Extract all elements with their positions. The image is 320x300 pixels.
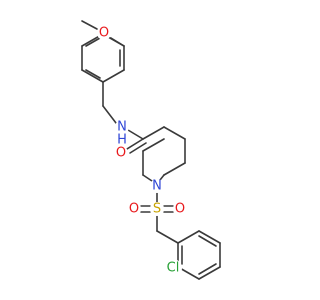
bond-c-o-1 — [126, 138, 144, 150]
atom-label-cl: Cl — [167, 261, 180, 276]
bond-methyl-o — [81, 20, 98, 30]
atom-label-h-amide: H — [117, 133, 127, 148]
bond-ar2-1 — [177, 230, 200, 244]
bond-ch2-ar — [156, 230, 179, 244]
atom-label-s: S — [153, 202, 161, 217]
atom-o-sulfonyl-left: O — [127, 202, 141, 217]
atom-n-ring: N — [150, 179, 164, 194]
atom-o-methoxy: O — [97, 26, 111, 41]
atom-label-o-carbonyl: O — [116, 146, 126, 161]
atom-label-n-ring: N — [152, 179, 162, 194]
atom-label-o-sulfonyl-left: O — [129, 202, 139, 217]
bond-pip-3 — [163, 162, 186, 176]
bond-ar-3 — [81, 69, 104, 83]
bond-ar-5-inner — [85, 37, 101, 47]
bond-pip-7 — [142, 138, 165, 152]
atom-h-amide: H — [116, 133, 128, 148]
atom-s: S — [150, 202, 164, 217]
atom-labels: O N H O N S O O — [97, 26, 187, 277]
bond-pip-5 — [142, 174, 153, 182]
atom-label-o-methoxy: O — [99, 26, 109, 41]
atom-o-carbonyl: O — [114, 146, 128, 161]
bond-pip-4 — [159, 174, 165, 181]
atom-label-o-sulfonyl-right: O — [175, 202, 185, 217]
bond-ar-3-inner — [85, 69, 101, 79]
bond-ch2-n — [102, 105, 117, 124]
atom-cl: Cl — [164, 259, 182, 277]
atom-n-amide: N — [115, 120, 129, 135]
bond-lines — [81, 20, 221, 280]
bond-ar-2 — [102, 69, 125, 83]
bond-n-c — [127, 129, 144, 140]
molecule-structure: O N H O N S O O — [81, 20, 221, 280]
bond-c-o-2 — [129, 142, 147, 154]
atom-o-sulfonyl-right: O — [173, 202, 187, 217]
bond-ar2-2 — [198, 230, 221, 244]
atom-label-n-amide: N — [117, 120, 127, 135]
bond-ar2-2-inner — [198, 235, 217, 247]
bond-ar2-4-inner — [198, 263, 217, 275]
bond-c-ring — [142, 126, 165, 140]
bond-ar2-4 — [198, 266, 221, 280]
bond-pip-1 — [163, 126, 186, 140]
